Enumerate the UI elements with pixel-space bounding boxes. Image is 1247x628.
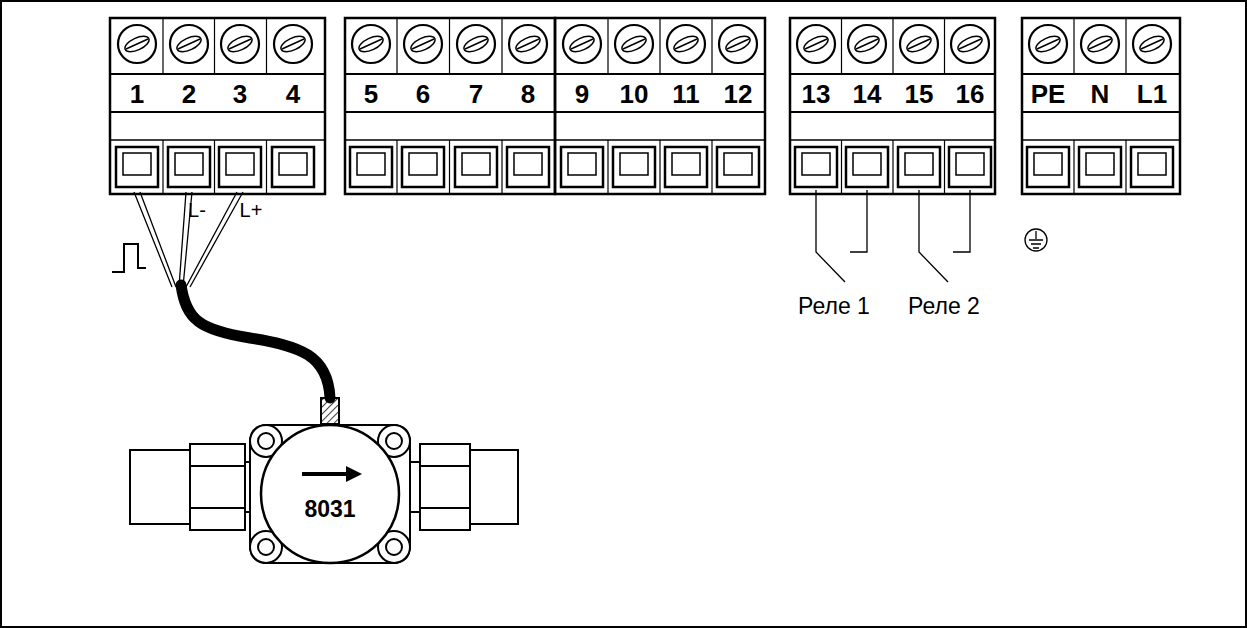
terminal-number: 9 [575, 81, 589, 107]
terminal-number: 4 [286, 81, 300, 107]
terminal-number: 13 [802, 81, 831, 107]
terminal-block [345, 18, 555, 194]
terminal-number: 3 [233, 81, 247, 107]
terminal-block [1022, 18, 1180, 194]
signal-name: L+ [240, 200, 263, 220]
relay-label: Реле 2 [908, 295, 980, 318]
sensor-wires [134, 192, 243, 287]
terminal-number: L1 [1137, 81, 1167, 107]
signal-name: L- [188, 200, 206, 220]
pulse-symbol [112, 244, 146, 272]
flow-sensor-body [130, 398, 518, 563]
terminal-number: 15 [905, 81, 934, 107]
sensor-dial [258, 422, 402, 566]
terminal-number: 8 [521, 81, 535, 107]
terminal-number: 10 [620, 81, 649, 107]
terminal-block [555, 18, 765, 194]
terminal-block [790, 18, 995, 194]
sensor-cable [181, 285, 330, 398]
terminal-number: 5 [364, 81, 378, 107]
terminal-number: 2 [182, 81, 196, 107]
terminal-number: 11 [672, 81, 700, 107]
relay-contacts [816, 190, 970, 282]
terminal-blocks [110, 18, 1180, 194]
relay-label: Реле 1 [798, 295, 870, 318]
terminal-number: N [1091, 81, 1110, 107]
terminal-number: 14 [853, 81, 882, 107]
ground-symbol [1025, 229, 1047, 251]
flow-sensor: 8031 [258, 422, 402, 566]
terminal-number: 12 [724, 81, 753, 107]
terminal-block [110, 18, 325, 194]
terminal-number: 6 [416, 81, 430, 107]
terminal-number: 1 [130, 81, 144, 107]
terminal-number: PE [1031, 81, 1066, 107]
model-number: 8031 [258, 496, 402, 523]
terminal-number: 7 [469, 81, 483, 107]
terminal-number: 16 [956, 81, 985, 107]
